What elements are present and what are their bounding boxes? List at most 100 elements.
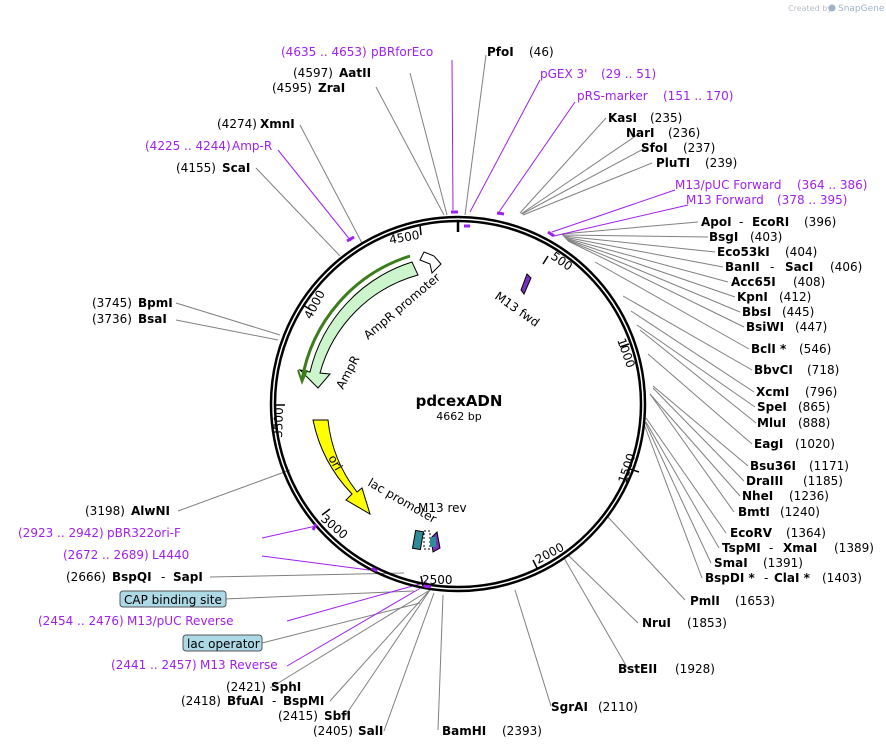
svg-text:-: - [769, 541, 773, 555]
primer-prs-marker-range: (151 .. 170) [663, 89, 733, 103]
enzyme-bcli: BclI * [751, 342, 787, 356]
enzyme-nari-pos: (236) [668, 126, 700, 140]
scale-ticks [275, 224, 640, 587]
enzyme-kpni-pos: (412) [779, 290, 811, 304]
enzyme-nrui-pos: (1853) [687, 616, 727, 630]
tick-3500: 3500 [271, 407, 286, 438]
svg-text:-: - [764, 571, 768, 585]
primer-pbrforeco-name: pBRforEco [371, 45, 433, 59]
enzyme-bbsi-pos: (445) [782, 305, 814, 319]
primer-pgex3-name: pGEX 3' [540, 67, 587, 81]
enzyme-bbvci-pos: (718) [807, 363, 839, 377]
enzyme-tspmi: TspMI [722, 541, 761, 555]
cap-binding-site-box [119, 590, 227, 608]
enzyme-xcmi: XcmI [756, 385, 789, 399]
enzyme-sfoi: SfoI [641, 141, 668, 155]
enzyme-bsiwi-pos: (447) [795, 320, 827, 334]
primer-pbr322ori-range: (2923 .. 2942) [18, 526, 104, 540]
primer-m13-fwd-range: (378 .. 395) [777, 193, 847, 207]
enzyme-bpmi: BpmI [138, 296, 173, 310]
enzyme-bbvci: BbvCI [754, 363, 793, 377]
primer-m13-fwd-name: M13 Forward [686, 193, 764, 207]
enzyme-ecorv: EcoRV [730, 526, 773, 540]
enzyme-bamhi: BamHI [442, 724, 486, 738]
backbone-outer [269, 215, 647, 593]
ampr-promoter-arrow [419, 251, 442, 274]
primer-amp-r-name: Amp-R [232, 139, 272, 153]
ampr-arrow [298, 261, 419, 389]
enzyme-bmti: BmtI [738, 505, 770, 519]
plasmid-size: 4662 bp [436, 410, 481, 423]
enzyme-scai: ScaI [222, 161, 250, 175]
enzyme-bspqi: BspQI [112, 570, 152, 584]
enzyme-nhei: NheI [742, 489, 773, 503]
svg-text:-: - [770, 260, 774, 274]
snapgene-logo-icon [828, 4, 836, 12]
primer-m13-rev-name: M13 Reverse [200, 658, 278, 672]
primer-pgex3-range: (29 .. 51) [601, 67, 656, 81]
credit-brand: SnapGene [838, 4, 885, 14]
enzyme-xmni: XmnI [260, 117, 295, 131]
enzyme-pluti-pos: (239) [705, 156, 737, 170]
enzyme-bcli-pos: (546) [799, 342, 831, 356]
enzyme-clai-pos: (1403) [822, 571, 862, 585]
enzyme-bsu36i: Bsu36I [750, 459, 796, 473]
enzyme-zrai: ZraI [318, 81, 345, 95]
enzyme-ecori: EcoRI [752, 215, 789, 229]
enzyme-kasi-pos: (235) [650, 111, 682, 125]
leader-lines [175, 54, 757, 732]
enzyme-pmli-pos: (1653) [735, 594, 775, 608]
ampr-cds-line [300, 254, 411, 381]
primer-labels: (4635 .. 4653) pBRforEco pGEX 3' (29 .. … [18, 45, 867, 672]
svg-text:-: - [272, 694, 276, 708]
enzyme-bspdi: BspDI * [705, 571, 755, 585]
tick-500: 500 [548, 249, 575, 274]
enzyme-xmai: XmaI [783, 541, 817, 555]
tick-4500: 4500 [388, 228, 421, 247]
enzyme-mlui-pos: (888) [798, 416, 830, 430]
enzyme-draiii-pos: (1185) [803, 474, 843, 488]
enzyme-bsai: BsaI [138, 312, 167, 326]
primer-l4440-range: (2672 .. 2689) [63, 548, 149, 562]
enzyme-acc65i: Acc65I [731, 275, 776, 289]
cap-site-box [411, 529, 425, 551]
enzyme-aatii: AatII [339, 66, 371, 80]
enzyme-mlui: MluI [757, 416, 786, 430]
primer-l4440-name: L4440 [152, 548, 189, 562]
enzyme-sali-pos: (2405) [313, 724, 353, 738]
enzyme-acc65i-pos: (408) [793, 275, 825, 289]
enzyme-eagi: EagI [754, 437, 783, 451]
enzyme-kasi: KasI [608, 111, 637, 125]
enzyme-bsiwi: BsiWI [746, 320, 784, 334]
svg-text:-: - [161, 570, 165, 584]
primer-pbrforeco-range: (4635 .. 4653) [281, 45, 367, 59]
enzyme-pluti: PluTI [656, 156, 690, 170]
enzyme-saci: SacI [785, 260, 813, 274]
enzyme-nrui: NruI [642, 616, 671, 630]
enzyme-labels: PfoI (46) AatII (4597) ZraI (4595) KasI … [66, 45, 874, 738]
enzyme-xcmi-pos: (796) [805, 385, 837, 399]
cap-binding-site-label: CAP binding site [124, 593, 222, 607]
enzyme-bsgi: BsgI [709, 230, 738, 244]
lac-operator-box [430, 537, 436, 547]
enzyme-bsteii-pos: (1928) [675, 662, 715, 676]
lac-operator-label-box [182, 634, 263, 652]
primer-prs-marker-name: pRS-marker [577, 89, 648, 103]
lac-operator-label: lac operator [187, 637, 260, 651]
enzyme-bamhi-pos: (2393) [502, 724, 542, 738]
enzyme-bsu36i-pos: (1171) [809, 459, 849, 473]
enzyme-pfoi: PfoI [487, 45, 514, 59]
credit-created-by: Created by [788, 4, 832, 13]
enzyme-eco53ki-pos: (404) [785, 245, 817, 259]
enzyme-bsteii: BstEII [618, 662, 657, 676]
enzyme-bpmi-pos: (3745) [92, 296, 132, 310]
enzyme-apoi: ApoI [701, 215, 732, 229]
enzyme-zrai-pos: (4595) [272, 81, 312, 95]
primer-m13-rev-range: (2441 .. 2457) [111, 658, 197, 672]
label-ori: ori [325, 453, 345, 474]
enzyme-nari: NarI [626, 126, 655, 140]
enzyme-eagi-pos: (1020) [795, 437, 835, 451]
enzyme-sali: SalI [358, 724, 383, 738]
enzyme-smai-pos: (1391) [763, 556, 803, 570]
